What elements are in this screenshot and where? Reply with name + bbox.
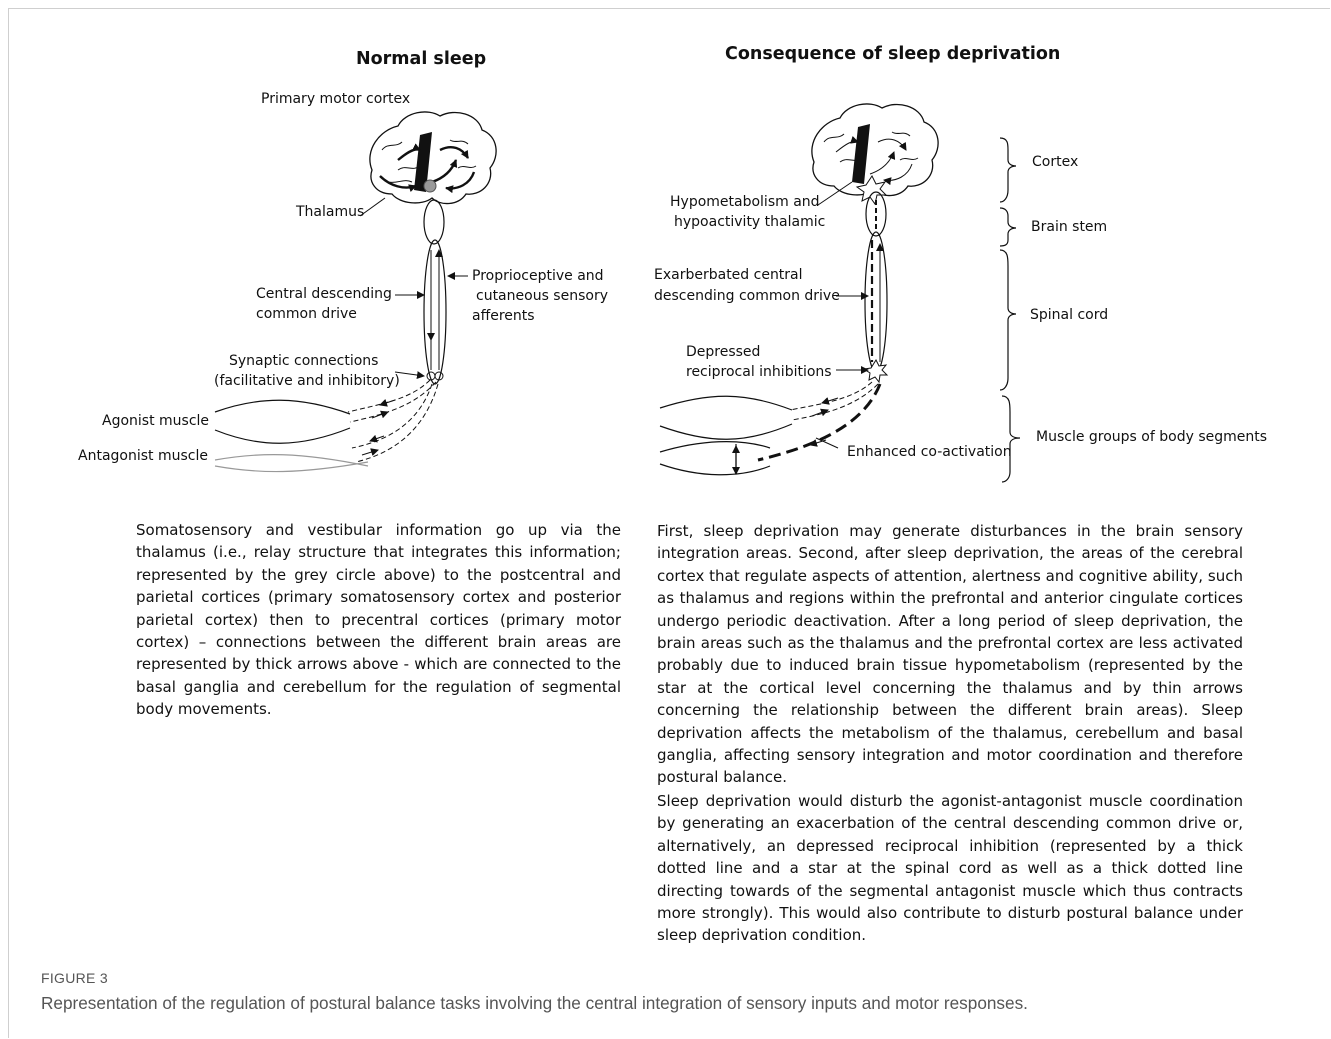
- region-cortex: Cortex: [1032, 152, 1078, 172]
- label-proprioceptive-line1: Proprioceptive and: [472, 266, 604, 286]
- label-proprioceptive-line2: cutaneous sensory: [476, 286, 608, 306]
- left-title: Normal sleep: [356, 49, 486, 69]
- left-nerve-fibers: [348, 380, 438, 462]
- right-spinal-cord: [865, 232, 887, 372]
- label-thalamus: Thalamus: [296, 202, 364, 222]
- left-brain-stem: [424, 200, 444, 244]
- right-antagonist-muscle: [660, 442, 770, 475]
- label-enhanced-coactivation: Enhanced co-activation: [847, 442, 1012, 462]
- region-brain-stem: Brain stem: [1031, 217, 1107, 237]
- label-antagonist-muscle: Antagonist muscle: [78, 446, 208, 466]
- figure-caption: Representation of the regulation of post…: [41, 993, 1028, 1014]
- right-description-1: First, sleep deprivation may generate di…: [657, 520, 1243, 789]
- label-hypometabolism-line1: Hypometabolism and: [670, 192, 820, 212]
- right-motor-cortex-band: [852, 124, 870, 184]
- label-primary-motor-cortex: Primary motor cortex: [261, 89, 410, 109]
- label-exacerbated-line1: Exarberbated central: [654, 265, 803, 285]
- label-depressed-line1: Depressed: [686, 342, 760, 362]
- label-hypometabolism-line2: hypoactivity thalamic: [674, 212, 825, 232]
- right-description-2: Sleep deprivation would disturb the agon…: [657, 790, 1243, 947]
- figure-label: FIGURE 3: [41, 970, 108, 986]
- left-agonist-muscle: [215, 400, 350, 443]
- region-spinal-cord: Spinal cord: [1030, 305, 1108, 325]
- label-synaptic-line1: Synaptic connections: [229, 351, 378, 371]
- label-proprioceptive-line3: afferents: [472, 306, 535, 326]
- label-synaptic-line2: (facilitative and inhibitory): [214, 371, 400, 391]
- right-title: Consequence of sleep deprivation: [725, 44, 1060, 64]
- left-thalamus-circle: [424, 180, 436, 192]
- label-depressed-line2: reciprocal inhibitions: [686, 362, 832, 382]
- left-spinal-cord: [424, 240, 446, 384]
- right-nerve-fibers: [790, 382, 878, 420]
- label-exacerbated-line2: descending common drive: [654, 286, 840, 306]
- label-central-drive-line1: Central descending: [256, 284, 392, 304]
- right-agonist-muscle: [660, 396, 792, 439]
- label-agonist-muscle: Agonist muscle: [102, 411, 209, 431]
- label-central-drive-line2: common drive: [256, 304, 357, 324]
- region-braces: [1000, 138, 1020, 482]
- left-description: Somatosensory and vestibular information…: [136, 519, 621, 721]
- left-antagonist-muscle: [215, 455, 368, 472]
- right-spinal-star: [864, 360, 887, 382]
- region-muscle-groups: Muscle groups of body segments: [1036, 427, 1267, 447]
